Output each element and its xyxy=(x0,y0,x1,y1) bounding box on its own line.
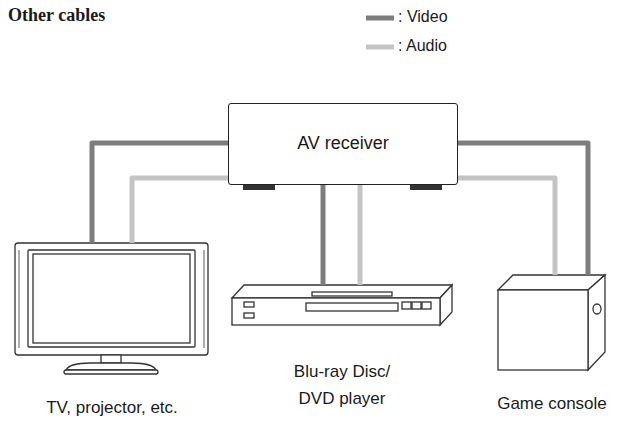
video-cable xyxy=(321,185,326,285)
console-illustration xyxy=(498,275,605,370)
video-cable xyxy=(458,143,588,275)
tv-illustration xyxy=(15,243,208,374)
audio-line-sample xyxy=(366,45,394,50)
box-label: AV receiver xyxy=(297,133,389,155)
legend-label: : Audio xyxy=(398,37,447,55)
audio-cable xyxy=(358,185,363,285)
diagram-title: Other cables xyxy=(8,5,105,26)
audio-cable xyxy=(458,178,555,275)
player-illustration xyxy=(232,285,452,325)
player-device: Blu-ray Disc/ DVD player xyxy=(232,285,452,412)
tv-device: TV, projector, etc. xyxy=(12,243,212,421)
legend-label: : Video xyxy=(398,8,448,26)
console-device: Game console xyxy=(496,275,608,417)
device-label: TV, projector, etc. xyxy=(46,395,178,421)
audio-cable xyxy=(132,178,228,243)
video-cable xyxy=(92,143,228,243)
receiver-box: AV receiver xyxy=(228,103,458,185)
device-label: Game console xyxy=(497,391,607,417)
video-line-sample xyxy=(366,16,394,21)
device-label: Blu-ray Disc/ DVD player xyxy=(280,359,405,412)
